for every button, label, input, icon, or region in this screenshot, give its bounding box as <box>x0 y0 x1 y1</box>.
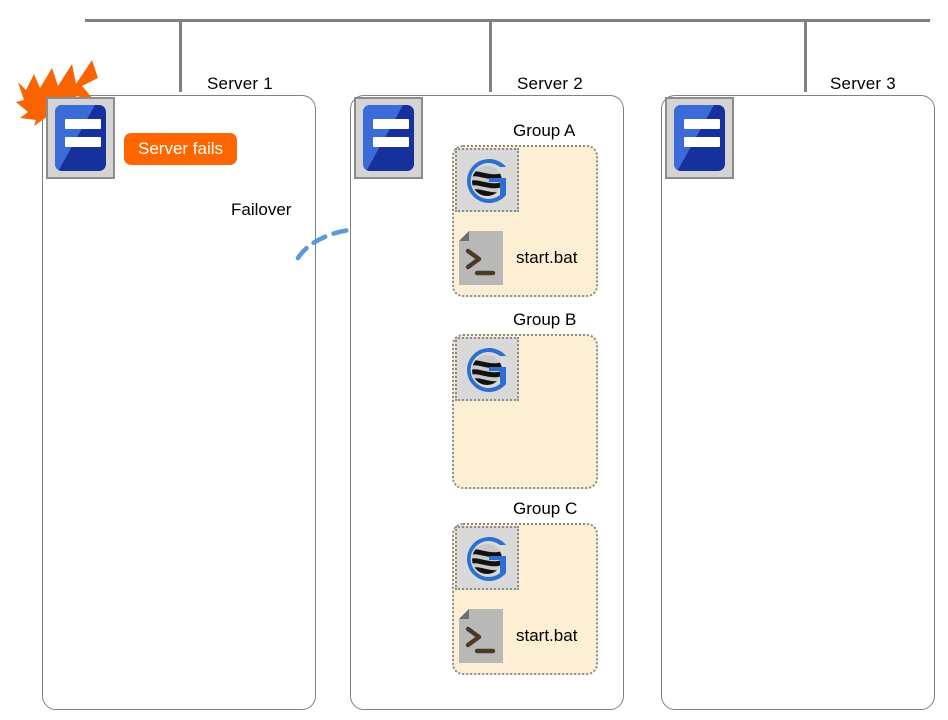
group-title-b: Group B <box>513 310 577 329</box>
status-badge-server-fails: Server fails <box>124 133 238 165</box>
server-icon-body <box>363 105 414 171</box>
top-rail-horizontal <box>85 19 930 22</box>
server-label-1: Server 1 <box>207 74 273 93</box>
server-icon-2 <box>354 97 423 179</box>
server-label-3: Server 3 <box>830 74 896 93</box>
server-icon-bar <box>684 137 720 147</box>
server-container-1 <box>42 95 316 710</box>
script-row-c[interactable]: start.bat <box>457 607 577 665</box>
cluster-group-glyph <box>467 159 506 203</box>
server-label-2: Server 2 <box>517 74 583 93</box>
script-row-a[interactable]: start.bat <box>457 229 577 287</box>
script-name-a: start.bat <box>516 248 578 267</box>
rail-divider-1 <box>179 19 182 92</box>
bat-file-icon <box>459 231 503 285</box>
rail-divider-3 <box>804 19 807 92</box>
server-container-3 <box>661 95 935 710</box>
server-icon-bar <box>65 137 101 147</box>
rail-divider-2 <box>489 19 492 92</box>
server-icon-body <box>674 105 725 171</box>
server-icon-3 <box>665 97 734 179</box>
cluster-group-icon-a[interactable] <box>455 148 519 212</box>
server-icon-bar <box>373 137 409 147</box>
failover-label: Failover <box>231 200 292 219</box>
server-icon-bar <box>684 119 720 129</box>
server-icon-body <box>55 105 106 171</box>
server-icon-bar <box>373 119 409 129</box>
group-title-a: Group A <box>513 121 576 140</box>
group-title-c: Group C <box>513 499 578 518</box>
script-name-c: start.bat <box>516 626 578 645</box>
cluster-group-glyph <box>467 537 506 581</box>
cluster-group-icon-c[interactable] <box>455 526 519 590</box>
bat-file-icon <box>459 609 503 663</box>
server-icon-bar <box>65 119 101 129</box>
cluster-group-icon-b[interactable] <box>455 337 519 401</box>
server-icon-1 <box>46 97 115 179</box>
cluster-group-glyph <box>467 348 506 392</box>
